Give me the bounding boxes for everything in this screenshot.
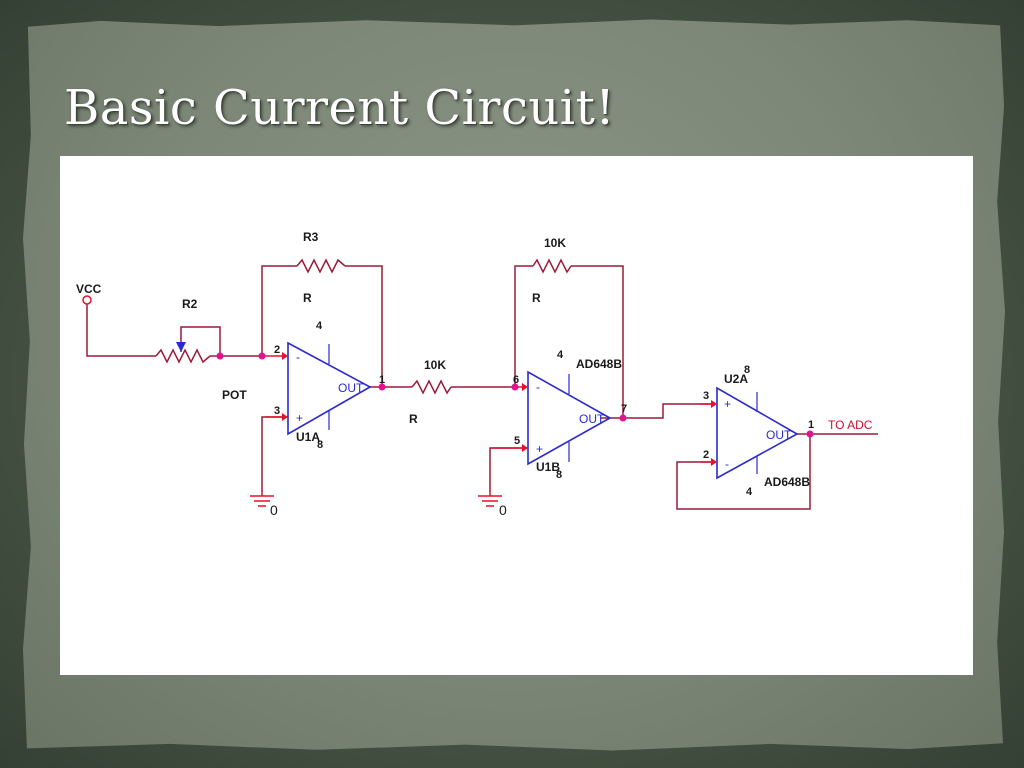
u1a-ref-label: U1A (296, 430, 320, 444)
ground-2-label: 0 (499, 502, 507, 518)
opamp-supply-stubs (328, 344, 758, 474)
ground-1-label: 0 (270, 502, 278, 518)
pot-wiper-arrow (176, 342, 186, 352)
u1b-minus: - (536, 380, 540, 394)
u2a-part-label: AD648B (764, 475, 810, 489)
potentiometer-r2 (155, 348, 211, 364)
u1b-fb-value-label: R (532, 291, 541, 305)
u1a-plus: + (296, 411, 303, 425)
resistors (155, 258, 572, 395)
opamp-u1b-body (527, 370, 612, 466)
vcc-label: VCC (76, 282, 102, 296)
u1b-pin-vminus: 8 (556, 469, 562, 481)
circuit-diagram-panel: VCC R2 POT R3 R 4 2 3 - + OUT 1 U1A 8 10… (60, 156, 973, 675)
r3-value-label: R (303, 291, 312, 305)
u1b-pin-noninv: 5 (514, 435, 520, 447)
wires (86, 265, 878, 510)
r-mid-value-label: R (409, 412, 418, 426)
pot-value-label: POT (222, 388, 247, 402)
u1b-fb-ref-label: 10K (544, 236, 566, 250)
junction-nodes (216, 352, 814, 438)
resistor-10k-mid (411, 379, 452, 395)
ground-symbols (250, 492, 502, 507)
u2a-out-label: OUT (766, 428, 792, 442)
u1b-ref-label: U1B (536, 460, 560, 474)
u2a-pin-out: 1 (808, 419, 814, 431)
pin-stubs (265, 352, 717, 466)
u2a-plus: + (724, 397, 731, 411)
u1b-pin-inv: 6 (513, 374, 519, 386)
u2a-pin-vplus: 8 (744, 364, 750, 376)
output-label: TO ADC (828, 418, 873, 432)
u2a-minus: - (725, 457, 729, 471)
u1a-pin-noninv: 3 (274, 405, 280, 417)
r-mid-ref-label: 10K (424, 358, 446, 372)
u1b-pin-out: 7 (621, 403, 627, 415)
resistor-10k-feedback (532, 258, 572, 274)
u1a-pin-vminus: 8 (317, 439, 323, 451)
u1a-pin-out: 1 (379, 374, 385, 386)
u2a-ref-label: U2A (724, 372, 748, 386)
u1b-out-label: OUT (579, 412, 605, 426)
u1a-pin-inv: 2 (274, 344, 280, 356)
u1b-part-label: AD648B (576, 357, 622, 371)
schematic-labels: VCC R2 POT R3 R 4 2 3 - + OUT 1 U1A 8 10… (76, 230, 873, 518)
circuit-schematic: VCC R2 POT R3 R 4 2 3 - + OUT 1 U1A 8 10… (76, 230, 878, 518)
u2a-pin-noninv: 3 (703, 390, 709, 402)
u1a-minus: - (296, 350, 300, 364)
opamps (287, 341, 799, 480)
slide-title: Basic Current Circuit! (64, 80, 616, 136)
pot-ref-label: R2 (182, 297, 198, 311)
u2a-pin-vminus: 4 (746, 486, 753, 498)
u1b-pin-vplus: 4 (557, 349, 564, 361)
r3-ref-label: R3 (303, 230, 319, 244)
u1a-out-label: OUT (338, 381, 364, 395)
u2a-pin-inv: 2 (703, 449, 709, 461)
u1a-pin-vplus: 4 (316, 320, 323, 332)
resistor-r3 (296, 258, 346, 274)
u1b-plus: + (536, 442, 543, 456)
vcc-terminal (82, 295, 92, 305)
